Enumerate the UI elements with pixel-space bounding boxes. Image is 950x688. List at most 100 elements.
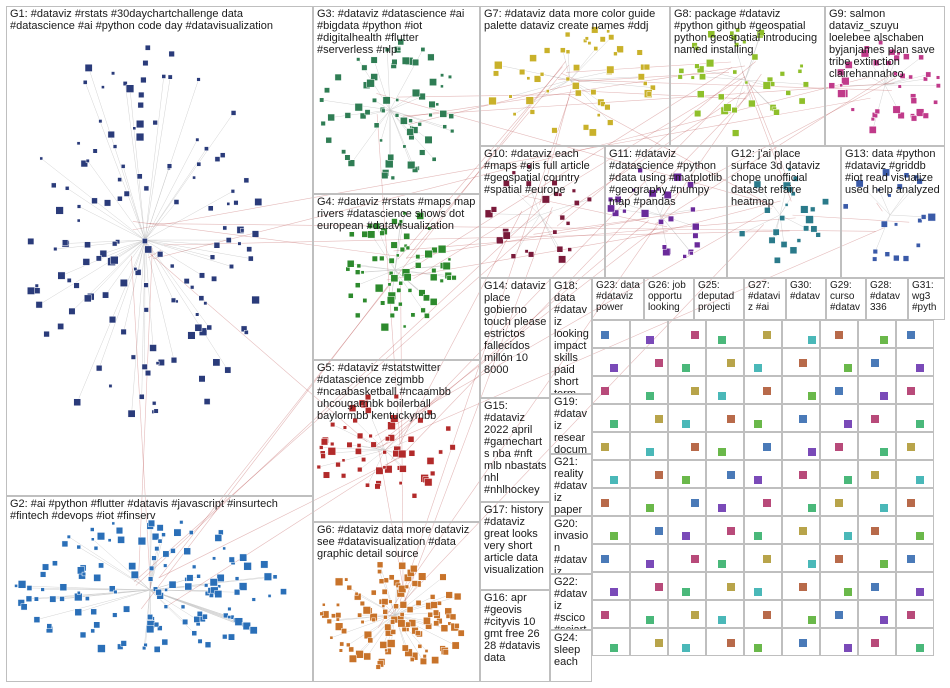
group-box-small (896, 600, 934, 628)
group-box-small (630, 544, 668, 572)
group-box-g5: G5: #dataviz #statstwitter #datascience … (313, 360, 480, 522)
group-label-g6: G6: #dataviz data more dataviz see #data… (317, 524, 477, 560)
group-box-g2: G2: #ai #python #flutter #datavis #javas… (6, 496, 313, 682)
node-small-group (682, 420, 690, 428)
group-box-small (668, 348, 706, 376)
node-small-group (601, 443, 609, 451)
group-box-small (630, 320, 668, 348)
node-small-group (880, 392, 888, 400)
group-box-small (782, 404, 820, 432)
group-box-small (782, 544, 820, 572)
node-small-group (718, 504, 726, 512)
node-small-group (601, 611, 609, 619)
group-box-small (744, 460, 782, 488)
group-label-g9: G9: salmon dataviz_szuyu loelebee alscha… (829, 8, 942, 80)
node-small-group (799, 583, 807, 591)
node-small-group (610, 476, 618, 484)
group-box-small (782, 488, 820, 516)
node-small-group (871, 583, 879, 591)
group-box-small (820, 516, 858, 544)
group-box-small (858, 460, 896, 488)
node-small-group (601, 387, 609, 395)
group-box-small (706, 404, 744, 432)
node-small-group (916, 644, 924, 652)
group-box-g19: G19: #dataviz resear docum (550, 394, 592, 454)
node-small-group (655, 583, 663, 591)
group-box-g18: G18: data #dataviz looking impact skills… (550, 278, 592, 394)
group-box-small (630, 432, 668, 460)
group-box-small (744, 348, 782, 376)
group-box-small (630, 572, 668, 600)
node-small-group (655, 471, 663, 479)
node-small-group (763, 443, 771, 451)
group-box-small (782, 348, 820, 376)
group-label-g8: G8: package #dataviz #python github #geo… (674, 8, 822, 56)
group-box-small (706, 628, 744, 656)
group-box-small (592, 460, 630, 488)
group-box-g7: G7: #dataviz data more color guide palet… (480, 6, 670, 146)
node-small-group (655, 415, 663, 423)
node-small-group (907, 443, 915, 451)
group-box-small (858, 404, 896, 432)
group-box-small (858, 628, 896, 656)
node-small-group (655, 527, 663, 535)
node-small-group (835, 499, 843, 507)
group-box-small (706, 376, 744, 404)
group-box-small (668, 404, 706, 432)
group-box-small (744, 544, 782, 572)
group-box-small (858, 600, 896, 628)
group-box-small (896, 516, 934, 544)
group-label-g26: G26: job opportu looking (648, 280, 691, 313)
node-small-group (691, 443, 699, 451)
group-box-small (858, 488, 896, 516)
group-label-g31: G31: wg3 #pyth (912, 280, 942, 313)
group-box-g27: G27: #dataviz #ai (744, 278, 786, 320)
node-small-group (682, 532, 690, 540)
node-small-group (871, 471, 879, 479)
group-box-small (630, 460, 668, 488)
group-box-small (668, 320, 706, 348)
node-small-group (835, 331, 843, 339)
node-small-group (916, 476, 924, 484)
group-box-small (896, 628, 934, 656)
node-small-group (871, 527, 879, 535)
group-box-small (744, 572, 782, 600)
group-label-g12: G12: j'ai place surface 3d dataviz chope… (731, 148, 838, 208)
group-box-g29: G29: curso #datav (826, 278, 866, 320)
group-box-small (630, 516, 668, 544)
group-box-g21: G21: reality #dataviz paper (550, 454, 592, 516)
node-small-group (646, 392, 654, 400)
group-box-small (896, 320, 934, 348)
group-box-g23: G23: data #dataviz power (592, 278, 644, 320)
group-box-small (592, 600, 630, 628)
group-box-g13: G13: data #python #dataviz #griddb #iot … (841, 146, 945, 278)
node-small-group (916, 532, 924, 540)
node-small-group (691, 499, 699, 507)
node-small-group (691, 555, 699, 563)
group-box-small (592, 404, 630, 432)
group-box-small (630, 628, 668, 656)
group-box-g17: G17: history #dataviz great looks very s… (480, 502, 550, 590)
node-small-group (763, 611, 771, 619)
node-small-group (844, 420, 852, 428)
node-small-group (907, 555, 915, 563)
group-box-g30: G30: #datav (786, 278, 826, 320)
group-box-g1: G1: #dataviz #rstats #30daychartchalleng… (6, 6, 313, 496)
group-box-small (782, 376, 820, 404)
group-label-g27: G27: #dataviz #ai (748, 280, 783, 313)
group-box-small (706, 544, 744, 572)
group-label-g11: G11: #dataviz #datascience #python #data… (609, 148, 724, 208)
group-box-small (592, 376, 630, 404)
group-box-g26: G26: job opportu looking (644, 278, 694, 320)
node-small-group (844, 644, 852, 652)
group-box-g4: G4: #dataviz #rstats #maps map rivers #d… (313, 194, 480, 360)
group-label-g16: G16: apr #geovis #cityvis 10 gmt free 26… (484, 592, 547, 664)
group-box-small (592, 320, 630, 348)
node-small-group (916, 588, 924, 596)
group-box-g8: G8: package #dataviz #python github #geo… (670, 6, 825, 146)
group-box-small (782, 572, 820, 600)
group-box-small (668, 572, 706, 600)
group-box-small (820, 404, 858, 432)
group-box-small (858, 320, 896, 348)
group-box-g24: G24: sleep each (550, 630, 592, 682)
